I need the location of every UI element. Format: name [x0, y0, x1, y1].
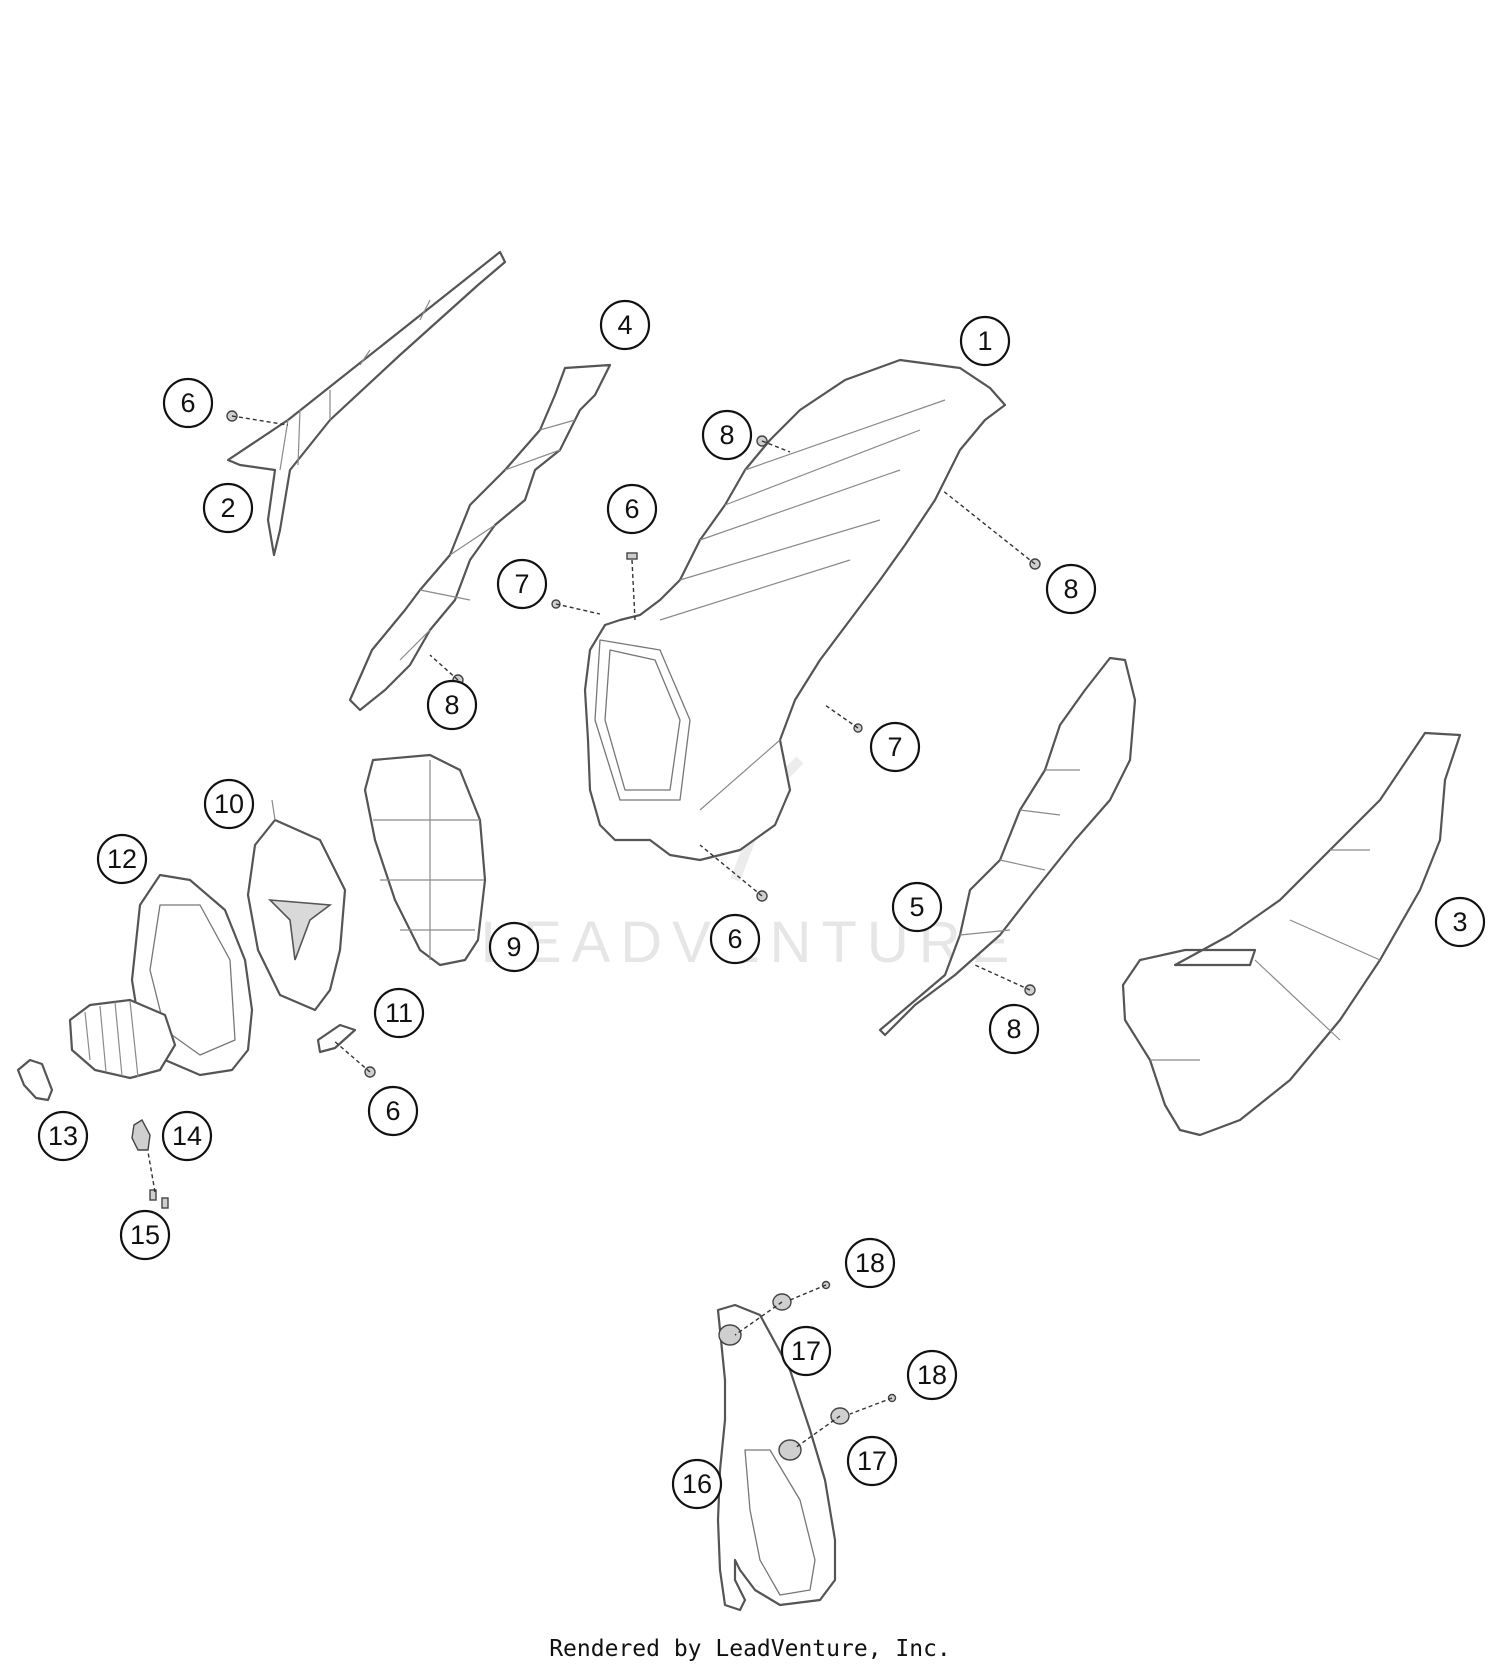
svg-text:5: 5: [909, 892, 924, 922]
callout-9: 9: [488, 921, 540, 973]
part-15-screws: [149, 1189, 169, 1209]
svg-text:3: 3: [1452, 907, 1467, 937]
callout-15: 15: [119, 1209, 171, 1261]
svg-text:14: 14: [172, 1121, 202, 1151]
part-3-side-cover: [1121, 731, 1462, 1137]
part-9-air-filter: [363, 753, 487, 967]
callout-5: 5: [891, 881, 943, 933]
callout-12: 12: [96, 833, 148, 885]
svg-text:7: 7: [514, 569, 529, 599]
callout-8b: 8: [1045, 563, 1097, 615]
callout-2: 2: [202, 482, 254, 534]
part-4-side-bracket: [348, 363, 612, 712]
svg-text:6: 6: [385, 1096, 400, 1126]
part-1-airbox-housing: [583, 358, 1007, 862]
svg-text:18: 18: [917, 1360, 947, 1390]
callout-17a: 17: [780, 1325, 832, 1377]
callout-10: 10: [203, 778, 255, 830]
callout-4: 4: [599, 299, 651, 351]
callouts: 1 2 3 4 5 6 6 6 6 7 7 8 8 8 8 9 10 11 12…: [37, 299, 1486, 1510]
callout-11: 11: [373, 987, 425, 1039]
part-11-clamp: [316, 1023, 357, 1054]
part-16-lower-cover: [716, 1303, 837, 1612]
svg-text:8: 8: [719, 420, 734, 450]
svg-text:2: 2: [220, 493, 235, 523]
svg-text:18: 18: [855, 1248, 885, 1278]
svg-text:10: 10: [214, 789, 244, 819]
svg-text:4: 4: [617, 310, 632, 340]
callout-7a: 7: [496, 558, 548, 610]
callout-1: 1: [959, 315, 1011, 367]
part-13-cap: [16, 1058, 54, 1102]
part-2-frame-guard: [226, 250, 507, 557]
svg-text:9: 9: [506, 932, 521, 962]
callout-7b: 7: [869, 721, 921, 773]
callout-16: 16: [671, 1458, 723, 1510]
callout-3: 3: [1434, 896, 1486, 948]
callout-6d: 6: [367, 1085, 419, 1137]
svg-text:11: 11: [385, 998, 413, 1028]
svg-text:15: 15: [130, 1220, 160, 1250]
footer-credit: Rendered by LeadVenture, Inc.: [549, 1636, 951, 1662]
svg-text:8: 8: [1006, 1014, 1021, 1044]
svg-text:8: 8: [444, 690, 459, 720]
svg-text:7: 7: [887, 732, 902, 762]
part-10-filter-cage: [246, 799, 347, 1012]
callout-14: 14: [161, 1110, 213, 1162]
part-5-side-panel: [878, 656, 1137, 1037]
callout-13: 13: [37, 1110, 89, 1162]
callout-18a: 18: [844, 1237, 896, 1289]
callout-8d: 8: [988, 1003, 1040, 1055]
svg-text:16: 16: [682, 1469, 712, 1499]
callout-6a: 6: [162, 377, 214, 429]
leader-lines: [147, 415, 1036, 1449]
callout-6b: 6: [606, 483, 658, 535]
callout-8c: 8: [426, 679, 478, 731]
callout-8a: 8: [701, 409, 753, 461]
part-12-filter-box: [68, 873, 254, 1080]
svg-text:6: 6: [180, 388, 195, 418]
svg-text:17: 17: [791, 1336, 821, 1366]
svg-text:6: 6: [624, 494, 639, 524]
callout-18b: 18: [906, 1349, 958, 1401]
part-14-sensor: [131, 1119, 151, 1151]
svg-text:12: 12: [107, 844, 137, 874]
svg-text:8: 8: [1063, 574, 1078, 604]
svg-text:6: 6: [727, 924, 742, 954]
callout-17b: 17: [846, 1435, 898, 1487]
svg-text:1: 1: [977, 326, 992, 356]
svg-text:17: 17: [857, 1446, 887, 1476]
callout-6c: 6: [709, 913, 761, 965]
svg-text:13: 13: [48, 1121, 78, 1151]
